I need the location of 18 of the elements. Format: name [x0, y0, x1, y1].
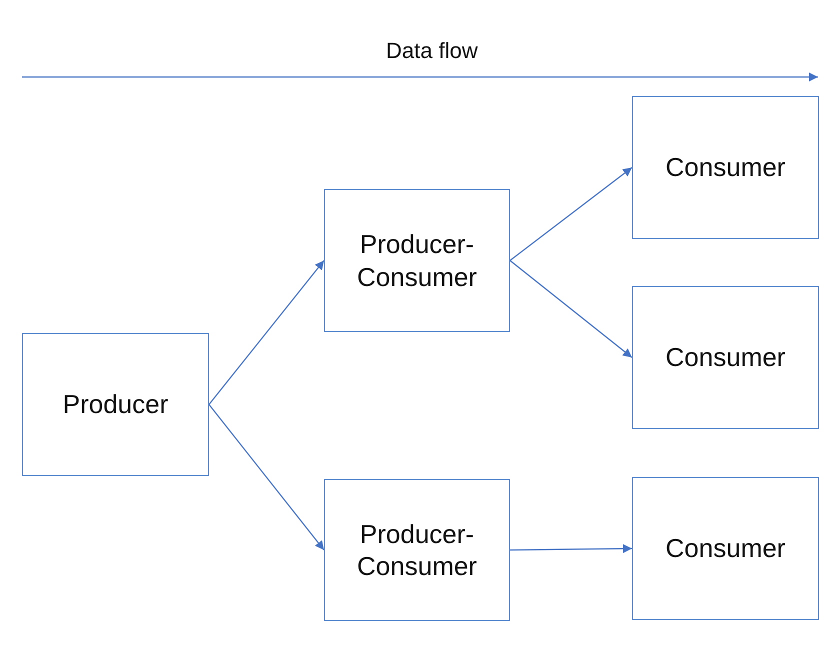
arrow: [208, 404, 324, 550]
process-box: [324, 479, 510, 621]
box-label: Consumer: [666, 151, 786, 184]
arrow: [510, 544, 632, 554]
process-box: [632, 286, 819, 429]
arrow: [208, 260, 324, 405]
box-label: Producer-Consumer: [356, 228, 478, 293]
direction-label: Data flow: [386, 38, 478, 64]
arrow: [510, 260, 632, 358]
box-label: Consumer: [666, 532, 786, 565]
box-label: Consumer: [666, 341, 786, 374]
box-label: Producer: [62, 388, 168, 421]
process-box: [632, 96, 819, 239]
process-box: [22, 333, 209, 476]
box-label: Producer-Consumer: [356, 518, 478, 582]
arrow: [510, 167, 632, 261]
process-box: [324, 189, 510, 332]
process-box: [632, 477, 819, 620]
